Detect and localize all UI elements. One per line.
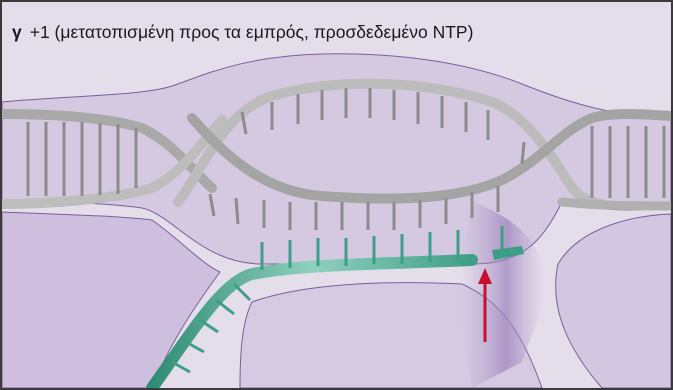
caption-text: +1 (μετατοπισμένη προς τα εμπρός, προσδε… [30, 22, 474, 42]
polymerase-lower-right-lobe [556, 214, 671, 388]
panel-caption: γ +1 (μετατοπισμένη προς τα εμπρός, προσδ… [12, 22, 473, 43]
polymerase-lower-left-lobe [2, 212, 220, 388]
panel-letter: γ [12, 22, 22, 42]
